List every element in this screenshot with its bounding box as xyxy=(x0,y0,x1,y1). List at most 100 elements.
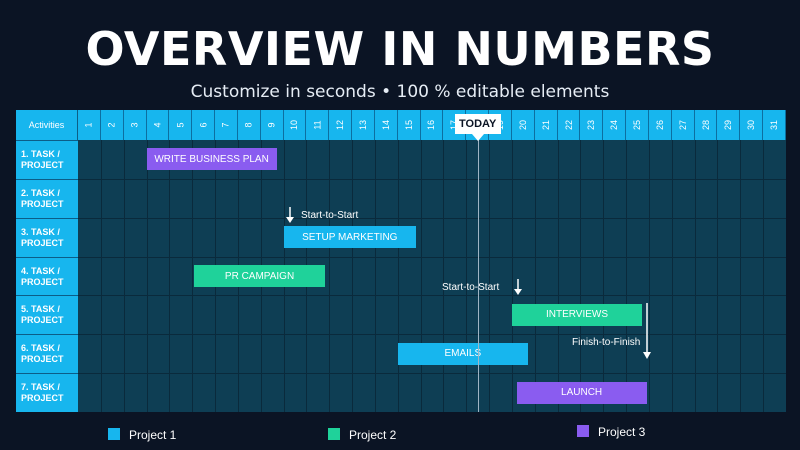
legend-swatch-project-2 xyxy=(328,428,340,440)
day-header-label: 31 xyxy=(769,119,780,131)
row-label: 6. TASK /PROJECT xyxy=(16,334,78,374)
row-label: 5. TASK /PROJECT xyxy=(16,295,78,335)
grid-column-line xyxy=(717,140,719,412)
day-header: 9 xyxy=(260,110,284,140)
page-title: OVERVIEW IN NUMBERS xyxy=(85,22,715,76)
row-label-line-2: PROJECT xyxy=(21,393,64,404)
day-header: 24 xyxy=(603,110,627,140)
grid-column-line xyxy=(648,140,650,412)
grid-column-line xyxy=(420,140,422,412)
day-header: 23 xyxy=(580,110,604,140)
day-header-label: 7 xyxy=(220,122,231,128)
grid-column-line xyxy=(603,140,605,412)
legend-swatch-project-1 xyxy=(108,428,120,440)
day-header: 26 xyxy=(648,110,672,140)
task-bar[interactable]: WRITE BUSINESS PLAN xyxy=(146,148,277,171)
day-header: 15 xyxy=(397,110,421,140)
day-header: 2 xyxy=(100,110,124,140)
day-header-label: 22 xyxy=(563,119,574,131)
day-header: 7 xyxy=(215,110,238,140)
task-bar[interactable]: LAUNCH xyxy=(516,381,647,404)
day-header: 12 xyxy=(329,110,353,140)
row-label: 1. TASK /PROJECT xyxy=(16,140,78,179)
day-header-label: 10 xyxy=(289,119,300,131)
grid-column-line xyxy=(169,140,171,412)
grid-column-line xyxy=(740,140,742,412)
day-header-label: 26 xyxy=(654,119,665,131)
grid-column-line xyxy=(146,140,148,412)
day-header-label: 6 xyxy=(198,122,209,128)
task-bar[interactable]: INTERVIEWS xyxy=(511,303,643,326)
task-bar[interactable]: SETUP MARKETING xyxy=(283,226,416,249)
dependency-label-finish-to-finish: Finish-to-Finish xyxy=(572,337,641,348)
gantt-chart: Activities WRITE BUSINESS PLAN SETUP MARK… xyxy=(16,110,786,413)
day-header: 11 xyxy=(306,110,330,140)
day-header: 4 xyxy=(146,110,170,140)
day-header-label: 12 xyxy=(335,119,346,131)
legend-label-project-1: Project 1 xyxy=(129,428,177,442)
day-header: 28 xyxy=(694,110,718,140)
dependency-label-start-to-start-2: Start-to-Start xyxy=(442,282,500,293)
legend-swatch-project-3 xyxy=(577,425,589,437)
row-label-line-1: 4. TASK / xyxy=(21,265,60,276)
day-header-label: 23 xyxy=(586,119,597,131)
activities-header: Activities xyxy=(16,110,78,140)
grid-column-line xyxy=(671,140,673,412)
day-header-label: 5 xyxy=(175,122,186,128)
day-header: 1 xyxy=(78,110,101,140)
day-header: 22 xyxy=(557,110,581,140)
day-header-label: 28 xyxy=(700,119,711,131)
grid-column-line xyxy=(123,140,125,412)
day-header-label: 15 xyxy=(403,119,414,131)
day-header: 13 xyxy=(352,110,375,140)
day-header: 8 xyxy=(237,110,261,140)
row-label-line-1: 3. TASK / xyxy=(21,226,60,237)
day-header-label: 14 xyxy=(380,119,391,131)
row-label: 4. TASK /PROJECT xyxy=(16,256,78,296)
grid-column-line xyxy=(580,140,582,412)
day-header-label: 11 xyxy=(312,120,323,130)
today-marker: TODAY xyxy=(454,114,501,134)
grid-column-line xyxy=(374,140,376,412)
day-header: 5 xyxy=(169,110,193,140)
task-bar[interactable]: PR CAMPAIGN xyxy=(194,265,325,287)
task-bar[interactable]: EMAILS xyxy=(397,342,528,365)
day-header: 3 xyxy=(123,110,147,140)
grid-column-line xyxy=(557,140,559,412)
day-header: 25 xyxy=(626,110,649,140)
day-header: 31 xyxy=(763,110,786,140)
day-header-label: 20 xyxy=(517,119,528,131)
row-label-line-2: PROJECT xyxy=(21,315,64,326)
day-header: 16 xyxy=(420,110,444,140)
day-header-label: 8 xyxy=(243,122,254,128)
day-header: 20 xyxy=(511,110,535,140)
today-line xyxy=(477,140,479,412)
day-header-label: 30 xyxy=(746,119,757,131)
row-label-line-1: 7. TASK / xyxy=(21,382,60,393)
grid-column-line xyxy=(511,140,513,412)
grid-row-line xyxy=(78,373,786,375)
row-label: 7. TASK /PROJECT xyxy=(16,373,78,413)
day-header: 27 xyxy=(671,110,695,140)
row-label-line-1: 1. TASK / xyxy=(21,149,60,159)
day-header-label: 4 xyxy=(152,122,163,128)
grid-column-line xyxy=(694,140,696,412)
grid-row-line xyxy=(78,178,786,180)
grid-column-line xyxy=(443,140,445,412)
grid-column-line xyxy=(100,140,102,412)
grid-column-line xyxy=(763,140,765,412)
today-pointer-icon xyxy=(471,134,484,141)
day-header-label: 2 xyxy=(106,122,117,128)
day-header-label: 1 xyxy=(83,122,94,128)
row-label-line-2: PROJECT xyxy=(21,160,64,170)
grid-column-line xyxy=(397,140,399,412)
grid-column-line xyxy=(466,140,468,412)
row-label-line-2: PROJECT xyxy=(21,237,64,248)
row-label: 2. TASK /PROJECT xyxy=(16,178,78,218)
day-header: 10 xyxy=(283,110,307,140)
day-header-label: 3 xyxy=(129,122,140,128)
day-header: 14 xyxy=(374,110,398,140)
day-header: 29 xyxy=(717,110,741,140)
row-label-line-1: 5. TASK / xyxy=(21,304,60,315)
day-header-label: 29 xyxy=(723,119,734,131)
